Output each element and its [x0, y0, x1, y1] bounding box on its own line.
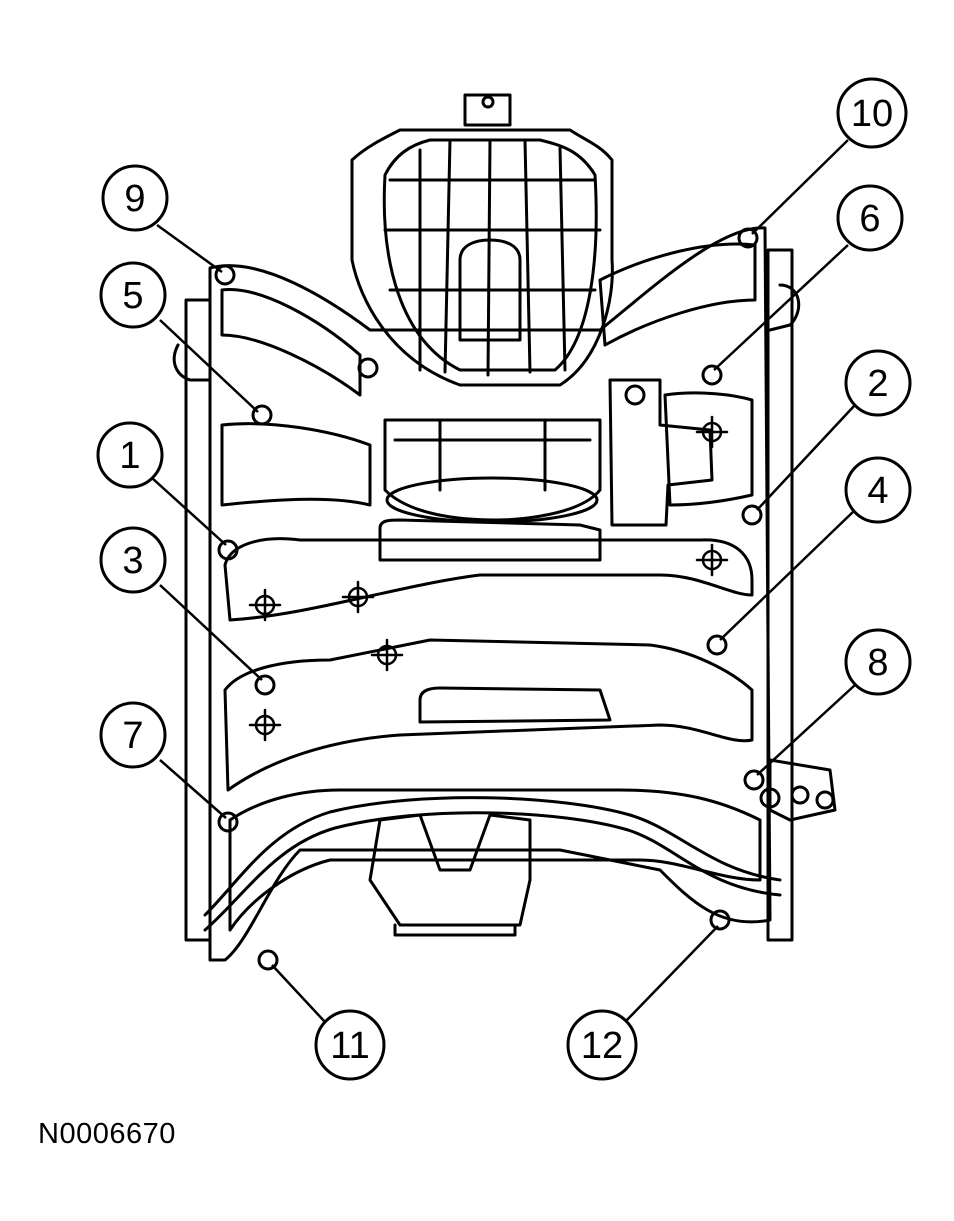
- leader-3: [159, 584, 263, 681]
- callout-4: 4: [844, 456, 912, 524]
- long-runner-2: [223, 638, 754, 792]
- leader-2: [756, 404, 856, 511]
- runner-tier-2-left: [220, 422, 372, 507]
- leader-7: [159, 759, 227, 819]
- left-stub: [172, 343, 212, 382]
- callouts: 1 2 3 4 5 6 7 8: [96, 77, 912, 1081]
- boss-4-cross: [695, 415, 729, 449]
- callout-9: 9: [101, 164, 169, 232]
- bolt-6: [701, 364, 723, 386]
- upper-runner-left: [220, 288, 362, 397]
- top-tab-hole: [481, 95, 495, 109]
- leader-12: [624, 925, 719, 1023]
- boss-2-cross: [341, 580, 375, 614]
- leader-9: [156, 223, 223, 274]
- callout-3: 3: [99, 526, 167, 594]
- callout-11: 11: [314, 1009, 386, 1081]
- leader-10: [751, 139, 849, 235]
- bolt-throttle-right: [624, 384, 646, 406]
- callout-7-label: 7: [122, 715, 143, 757]
- boss-1-cross: [248, 588, 282, 622]
- right-bracket-hole-2: [815, 790, 835, 810]
- leader-5: [159, 319, 259, 413]
- boss-6-cross: [248, 708, 282, 742]
- plenum-inner: [382, 138, 598, 372]
- long-runner-3: [228, 788, 762, 932]
- right-bracket-hole-1: [790, 785, 810, 805]
- callout-12: 12: [566, 1009, 638, 1081]
- plenum-center-boss: [458, 238, 522, 342]
- bolt-10: [737, 227, 759, 249]
- leader-4: [719, 509, 856, 641]
- leader-1: [151, 477, 227, 546]
- plenum-rib-2: [443, 138, 452, 374]
- boss-5-cross: [370, 638, 404, 672]
- bolt-2: [741, 504, 763, 526]
- callout-8: 8: [844, 628, 912, 696]
- bolt-8: [743, 769, 765, 791]
- callout-5: 5: [99, 261, 167, 329]
- callout-6-label: 6: [859, 198, 880, 240]
- bolt-throttle-left: [357, 357, 379, 379]
- top-tab: [463, 93, 512, 127]
- boss-3-cross: [695, 543, 729, 577]
- right-stub: [768, 283, 801, 332]
- callout-7: 7: [99, 701, 167, 769]
- callout-11-label: 11: [330, 1025, 369, 1067]
- manifold-drawing: [172, 93, 837, 971]
- leader-8: [756, 684, 856, 776]
- callout-6: 6: [836, 184, 904, 252]
- bolt-right-bracket: [759, 787, 781, 809]
- upper-runner-right: [598, 242, 757, 347]
- callout-8-label: 8: [867, 642, 888, 684]
- callout-1-label: 1: [119, 435, 140, 477]
- right-side-rail: [766, 248, 794, 942]
- throttle-bore: [385, 476, 599, 524]
- bolt-4: [706, 634, 728, 656]
- bottom-fitting: [368, 813, 532, 927]
- bolt-7: [217, 811, 239, 833]
- figure-id: N0006670: [38, 1118, 176, 1150]
- bolt-12: [709, 909, 731, 931]
- bolt-1: [217, 539, 239, 561]
- bottom-fitting-base: [393, 923, 517, 937]
- callout-2: 2: [844, 349, 912, 417]
- leader-lines: [151, 139, 856, 1023]
- throttle-body: [383, 418, 602, 522]
- callout-5-label: 5: [122, 275, 143, 317]
- right-bracket: [768, 758, 837, 822]
- callout-12-label: 12: [581, 1025, 623, 1067]
- bolts: [214, 227, 781, 971]
- plenum-rib-4: [523, 138, 532, 374]
- runner-tier-2-right: [663, 391, 754, 507]
- throttle-actuator: [608, 378, 714, 527]
- callout-10-label: 10: [851, 93, 893, 135]
- long-runner-2-inner: [418, 686, 612, 724]
- vacuum-line-inner: [203, 811, 782, 932]
- long-runner-1: [223, 537, 754, 622]
- callout-1: 1: [96, 421, 164, 489]
- crosshair-bosses: [248, 415, 729, 742]
- bolt-11: [257, 949, 279, 971]
- plenum-rib-5: [558, 146, 567, 372]
- leader-11: [271, 964, 326, 1023]
- callout-3-label: 3: [122, 540, 143, 582]
- callout-4-label: 4: [867, 470, 888, 512]
- long-runner-1-inner: [378, 518, 602, 562]
- leader-6: [713, 244, 849, 371]
- bolt-9: [214, 264, 236, 286]
- bolt-3: [254, 674, 276, 696]
- bolt-5: [251, 404, 273, 426]
- manifold-outer-frame: [208, 226, 772, 962]
- vacuum-line: [203, 796, 782, 917]
- callout-10: 10: [836, 77, 908, 149]
- callout-9-label: 9: [124, 178, 145, 220]
- plenum-outer: [350, 128, 614, 387]
- callout-2-label: 2: [867, 363, 888, 405]
